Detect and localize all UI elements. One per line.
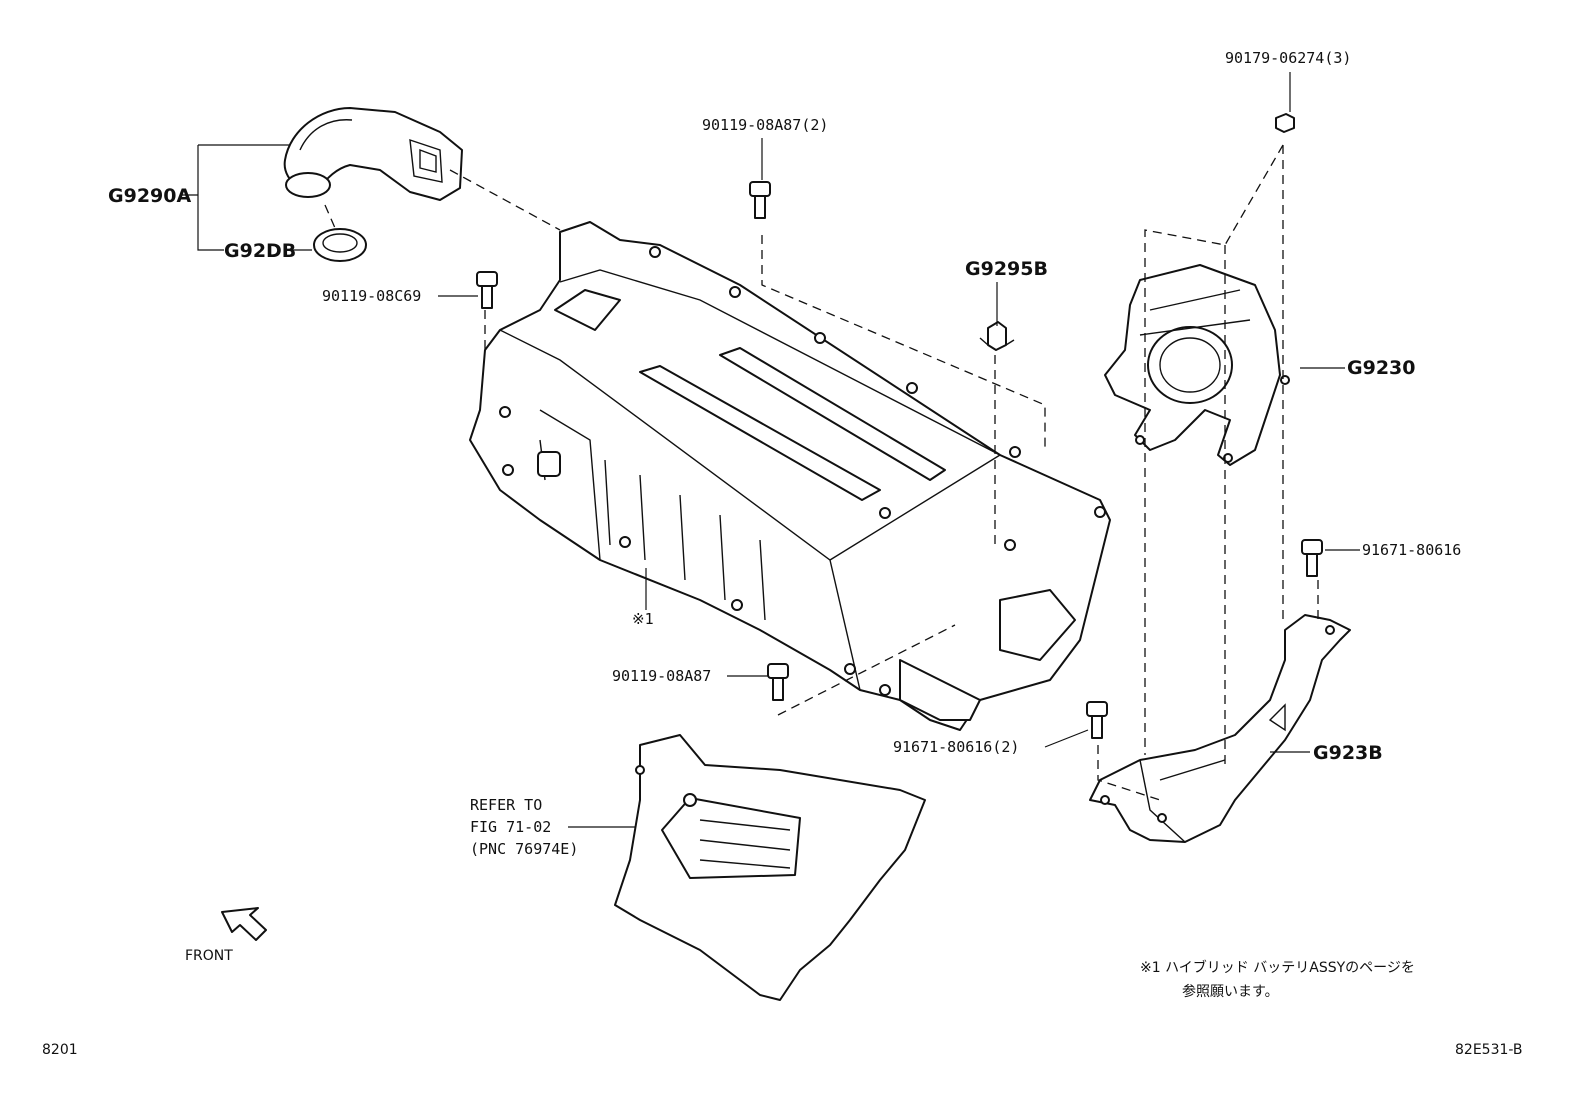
footer-right-code: 82E531-B [1455,1042,1523,1058]
note-line1: ※1 ハイブリッド バッテリASSYのページを [1140,959,1415,976]
label-lower-bracket: G923B [1313,742,1383,764]
label-bolt-top-center: 90119-08A87(2) [702,116,828,134]
bolt-91671-right [1301,539,1323,577]
label-duct-assy: G9290A [108,185,191,207]
label-blower-bracket: G9230 [1347,357,1415,379]
note-line2: 参照願います。 [1182,983,1279,1000]
alignment-lines [324,144,1319,801]
bolt-90179 [1275,113,1295,133]
label-bolt-bottom-right: 91671-80616(2) [893,738,1019,756]
label-refer-line2: FIG 71-02 [470,818,551,836]
clip [979,321,1015,351]
lower-bracket [1089,614,1351,843]
leader-lines [180,72,1360,828]
label-bolt-top-right: 90179-06274(3) [1225,49,1351,67]
front-arrow-icon [221,907,267,941]
label-bolt-bottom-center: 90119-08A87 [612,667,711,685]
label-battery-ref: ※1 [632,610,654,628]
label-refer-line1: REFER TO [470,796,542,814]
air-duct [283,107,463,201]
battery-assembly [469,221,1111,731]
label-bolt-right: 91671-80616 [1362,541,1461,559]
label-refer-line3: (PNC 76974E) [470,840,578,858]
label-clip: G9295B [965,258,1048,280]
blower-bracket [1104,264,1290,466]
bolt-90119-top [749,181,771,219]
lower-duct [614,734,926,1001]
bolt-90119-left [476,271,498,309]
footer-left-code: 8201 [42,1042,78,1058]
gasket [313,228,367,262]
label-bolt-left: 90119-08C69 [322,287,421,305]
label-front: FRONT [185,948,233,964]
label-gasket: G92DB [224,240,296,262]
bolt-91671-bottom [1086,701,1108,739]
bolt-90119-bottom [767,663,789,701]
